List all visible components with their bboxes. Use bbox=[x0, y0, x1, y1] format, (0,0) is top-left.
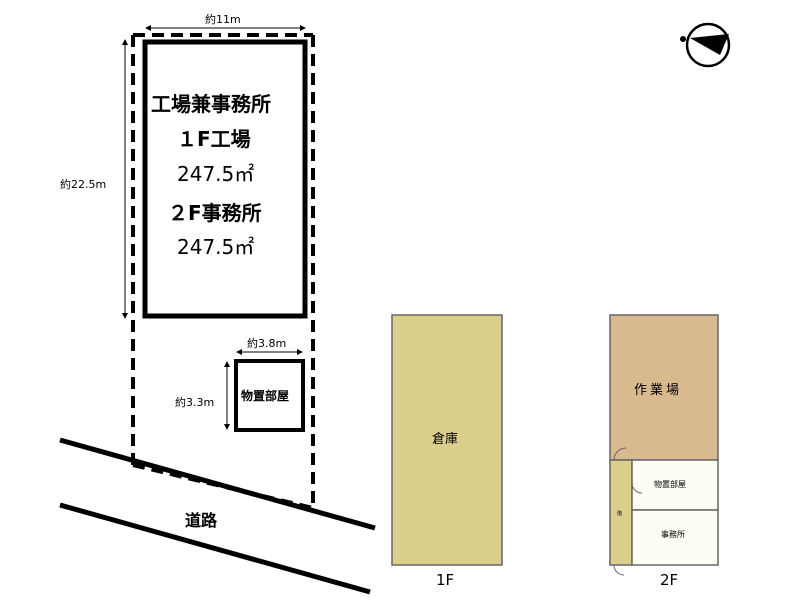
floor2-caption: 2F bbox=[660, 571, 678, 589]
floor2-use-label: ２F事務所 bbox=[168, 201, 262, 225]
floor1-use-label: １F工場 bbox=[177, 127, 251, 151]
door-swing-icon bbox=[631, 482, 643, 494]
floor2-storage-room bbox=[631, 459, 719, 511]
floor2-stair-label: 階 bbox=[617, 510, 622, 517]
road-edge-lower bbox=[59, 502, 371, 595]
storage-depth-label: 約3.3m bbox=[175, 395, 214, 409]
floor2-area-label: 247.5㎡ bbox=[177, 235, 254, 259]
floor1-warehouse bbox=[391, 314, 503, 566]
floor2-office-label: 事務所 bbox=[661, 529, 685, 539]
door-swing-icon bbox=[613, 564, 625, 576]
storage-width-label: 約3.8m bbox=[247, 336, 286, 350]
floor1-caption: 1F bbox=[436, 571, 454, 589]
floor2-workshop-label: 作業場 bbox=[634, 382, 682, 398]
floor2-office bbox=[631, 509, 719, 566]
floor1-warehouse-label: 倉庫 bbox=[432, 432, 458, 447]
north-compass-icon bbox=[680, 22, 731, 68]
storage-shed bbox=[234, 359, 305, 432]
road-label: 道路 bbox=[185, 511, 218, 530]
lot-boundary bbox=[131, 33, 315, 510]
building-type-label: 工場兼事務所 bbox=[151, 92, 271, 116]
door-swing-icon bbox=[613, 447, 627, 461]
storage-shed-label: 物置部屋 bbox=[241, 388, 289, 403]
floor2-storage-label: 物置部屋 bbox=[654, 479, 686, 489]
width-label: 約11m bbox=[205, 12, 241, 26]
floor1-area-label: 247.5㎡ bbox=[177, 162, 254, 186]
main-building bbox=[142, 39, 308, 319]
floor2-workshop bbox=[609, 314, 719, 461]
depth-label: 約22.5m bbox=[60, 177, 106, 191]
